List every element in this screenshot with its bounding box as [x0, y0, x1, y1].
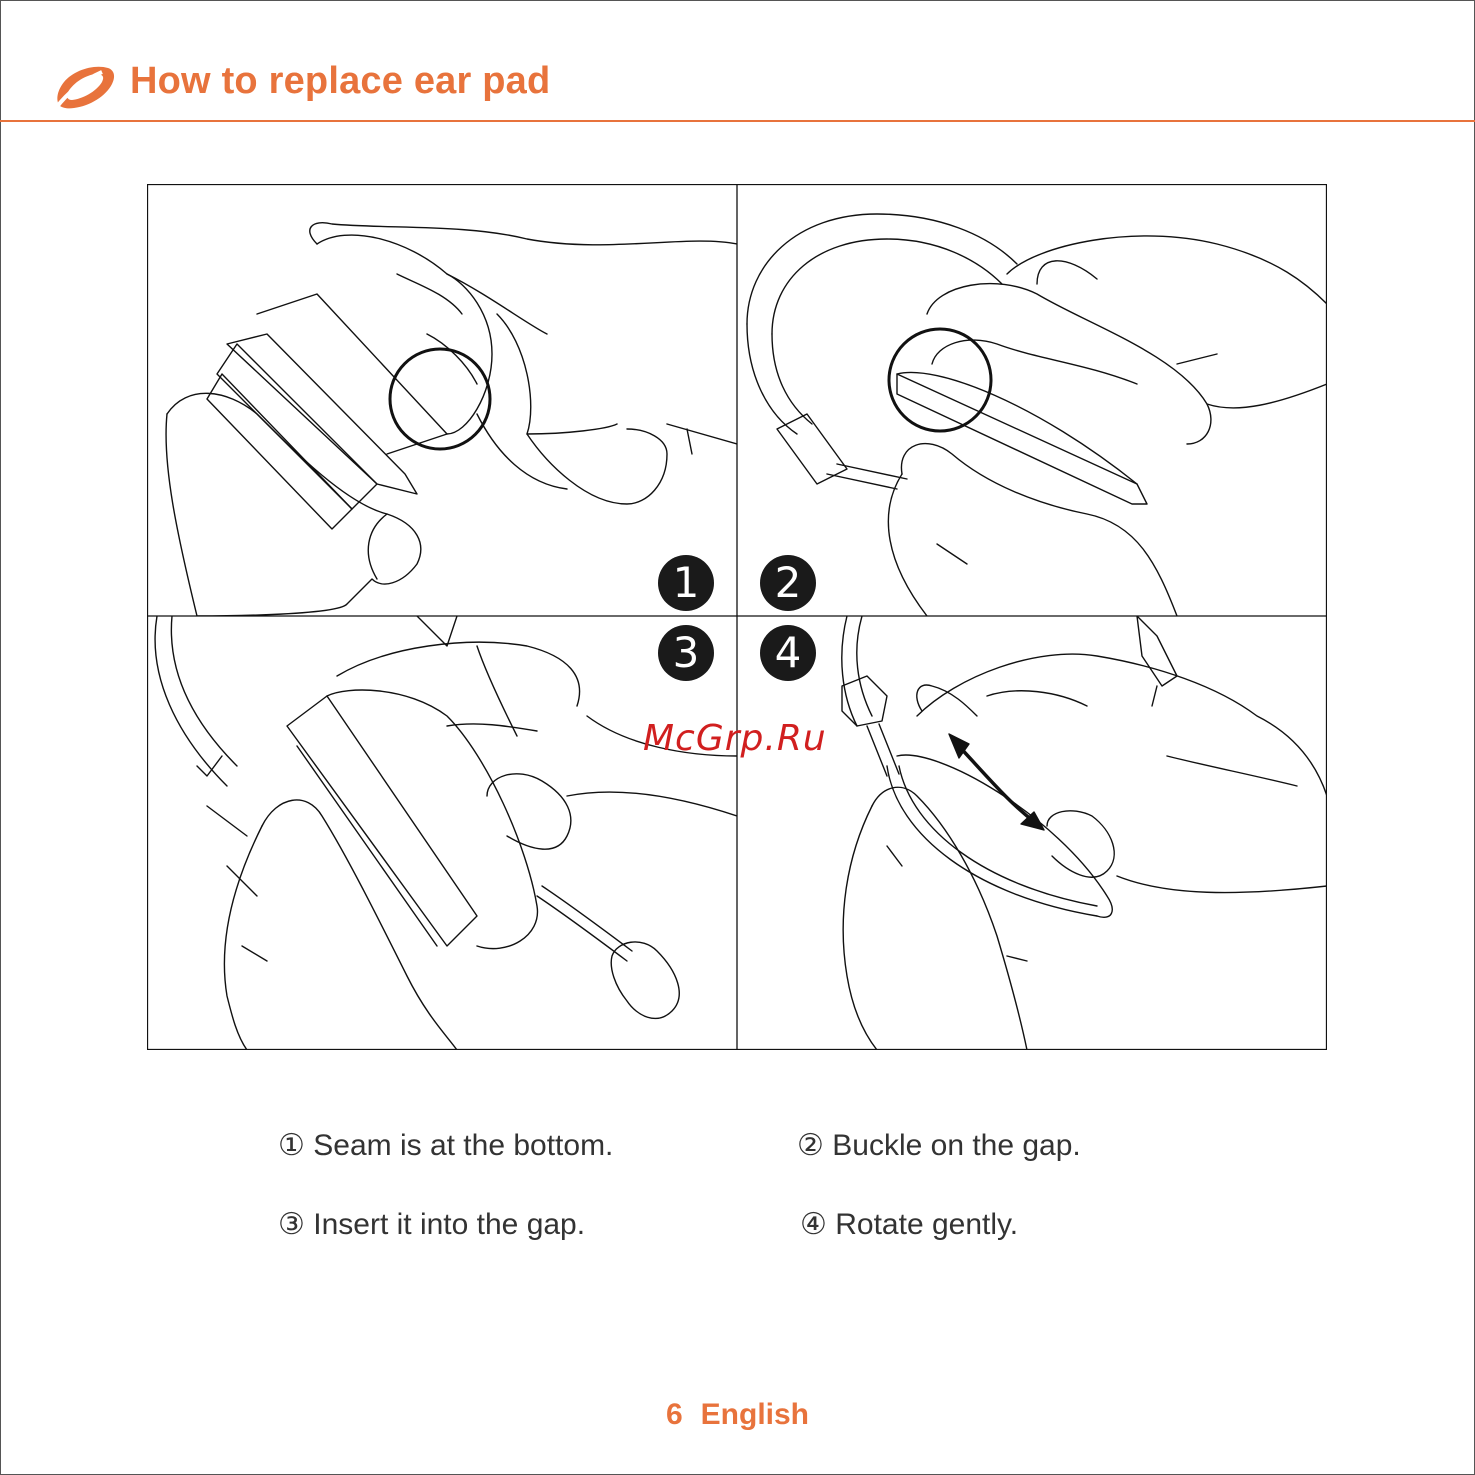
step-number: ④	[800, 1207, 827, 1242]
step-caption-2: ② Buckle on the gap.	[797, 1128, 1081, 1163]
step-text: Rotate gently.	[835, 1208, 1018, 1241]
step-caption-3: ③ Insert it into the gap.	[278, 1207, 585, 1242]
step-badge-3: 3	[658, 625, 714, 681]
watermark-text: McGrp.Ru	[643, 718, 827, 759]
step-badge-1: 1	[658, 555, 714, 611]
step-badge-2: 2	[760, 555, 816, 611]
step-number: ③	[278, 1207, 305, 1242]
step-number: ②	[797, 1128, 824, 1163]
step-badge-4: 4	[760, 625, 816, 681]
instruction-illustration: 1 2 3 4	[147, 184, 1327, 1050]
step-caption-1: ① Seam is at the bottom.	[278, 1128, 613, 1163]
page-footer: 6 English	[0, 1398, 1475, 1432]
step-number: ①	[278, 1128, 305, 1163]
page-title: How to replace ear pad	[130, 60, 550, 103]
header-divider	[0, 120, 1475, 122]
step-text: Buckle on the gap.	[832, 1129, 1081, 1162]
brand-swoosh-icon	[54, 62, 116, 110]
step-caption-4: ④ Rotate gently.	[800, 1207, 1018, 1242]
step-text: Insert it into the gap.	[313, 1208, 585, 1241]
language-label: English	[701, 1398, 809, 1431]
panel-grid-frame	[147, 184, 1327, 1050]
page-number: 6	[666, 1398, 683, 1431]
step-text: Seam is at the bottom.	[313, 1129, 613, 1162]
page-header: How to replace ear pad	[0, 0, 1475, 122]
